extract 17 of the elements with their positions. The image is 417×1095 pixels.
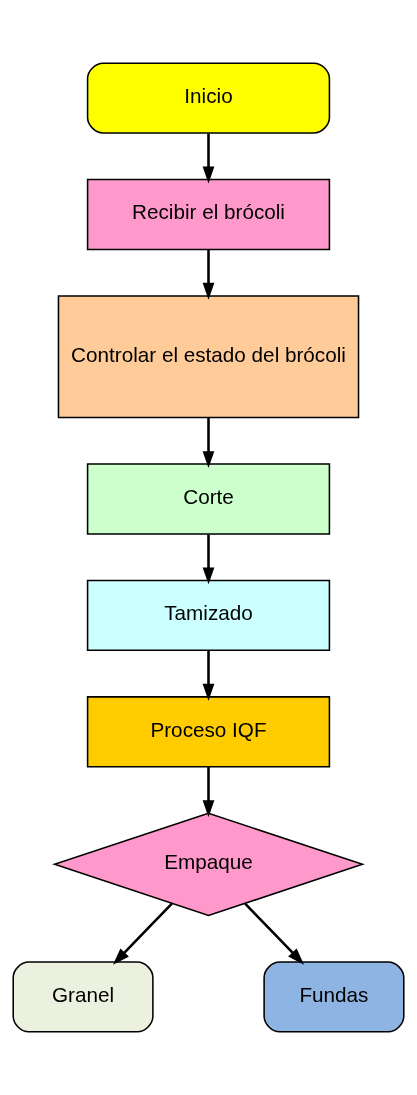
node-box: Fundas [263, 961, 405, 1033]
arrow [202, 417, 215, 468]
node-box: Tamizado [86, 579, 331, 652]
arrow [202, 133, 215, 184]
node-diamond: Empaque [52, 812, 365, 917]
node-box: Corte [86, 463, 331, 535]
arrow [202, 249, 215, 300]
node-box: Granel [12, 961, 154, 1033]
node-box: Controlar el estado del brócoli [57, 295, 360, 419]
arrow [112, 902, 173, 965]
node-box: Proceso IQF [86, 696, 331, 768]
arrow [202, 650, 215, 701]
arrow [244, 902, 305, 965]
node-box: Inicio [86, 62, 331, 134]
node-box: Recibir el brócoli [86, 178, 331, 251]
arrow [202, 534, 215, 585]
arrow [202, 766, 215, 818]
